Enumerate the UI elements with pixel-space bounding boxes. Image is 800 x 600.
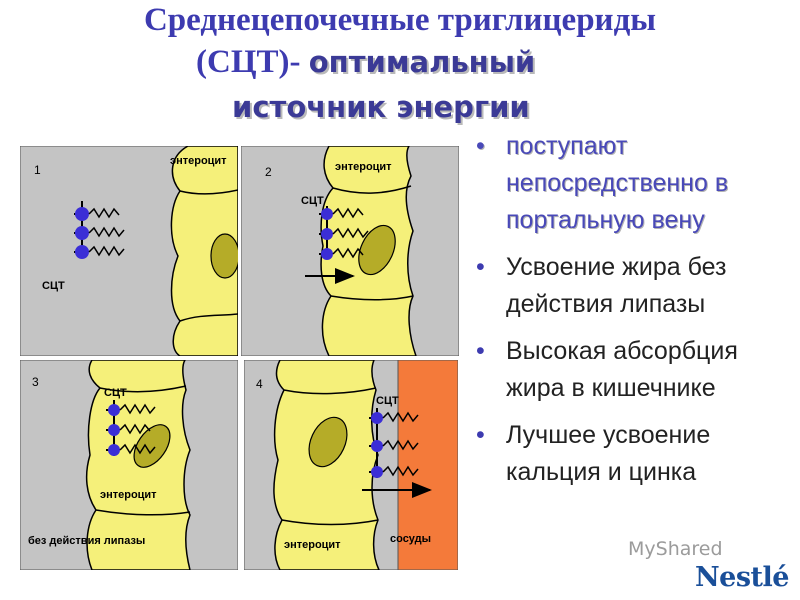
- panel-number: 4: [256, 377, 263, 391]
- bullet-text: Лучшее усвоение кальция и цинка: [506, 421, 711, 486]
- mct-label: СЦТ: [301, 195, 324, 207]
- enterocyte-label: энтероцит: [335, 161, 392, 173]
- bullet-dot-icon: •: [476, 337, 485, 365]
- mct-molecule: [74, 201, 125, 259]
- mct-molecule: [369, 408, 419, 478]
- panel-number: 2: [265, 165, 272, 179]
- mct-molecule: [106, 400, 156, 456]
- watermark: MyShared: [628, 538, 723, 560]
- bullet-text: Высокая абсорбция жира в кишечнике: [506, 337, 738, 402]
- bullet-dot-icon: •: [476, 421, 485, 449]
- title-line-3: источник энергии: [232, 90, 530, 124]
- title-line-2-prefix: (СЦТ)-: [196, 44, 309, 80]
- bullet-text: Усвоение жира без действия липазы: [506, 253, 727, 318]
- bullet-text: поступают непосредственно в портальную в…: [506, 132, 729, 234]
- bullet-dot-icon: •: [476, 132, 485, 160]
- enterocyte-label: энтероцит: [100, 489, 157, 501]
- panel-1: 1 энтероцит СЦТ: [20, 146, 238, 356]
- bullet-item: • Лучшее усвоение кальция и цинка: [474, 417, 794, 491]
- vessels-area: [397, 360, 458, 570]
- title-line-2-emphasis: оптимальный: [308, 45, 536, 79]
- vessels-label: сосуды: [390, 533, 431, 545]
- bullet-dot-icon: •: [476, 253, 485, 281]
- nestle-logo: Nestlé: [695, 562, 789, 593]
- bullet-item: • Усвоение жира без действия липазы: [474, 249, 794, 323]
- mct-label: СЦТ: [376, 395, 399, 407]
- panel-3: 3 СЦТ энтероцит без действия липазы: [20, 360, 238, 570]
- title-line-2: (СЦТ)- оптимальный: [196, 44, 535, 81]
- bullet-item: • Высокая абсорбция жира в кишечнике: [474, 333, 794, 407]
- bullet-item: • поступают непосредственно в портальную…: [474, 128, 794, 239]
- panel-2: 2 энтероцит СЦТ: [241, 146, 459, 356]
- mct-label: СЦТ: [42, 280, 65, 292]
- mct-molecule: [319, 206, 369, 260]
- mct-label: СЦТ: [104, 387, 127, 399]
- panel-4: 4 СЦТ энтероцит сосуды: [244, 360, 458, 570]
- enterocyte-label: энтероцит: [284, 539, 341, 551]
- enterocyte-label: энтероцит: [170, 155, 227, 167]
- title-line-1: Среднецепочечные триглицериды: [143, 2, 657, 38]
- panel-number: 1: [34, 163, 41, 177]
- panel-number: 3: [32, 375, 39, 389]
- bullet-list: • поступают непосредственно в портальную…: [474, 128, 794, 501]
- panel-caption: без действия липазы: [28, 535, 145, 547]
